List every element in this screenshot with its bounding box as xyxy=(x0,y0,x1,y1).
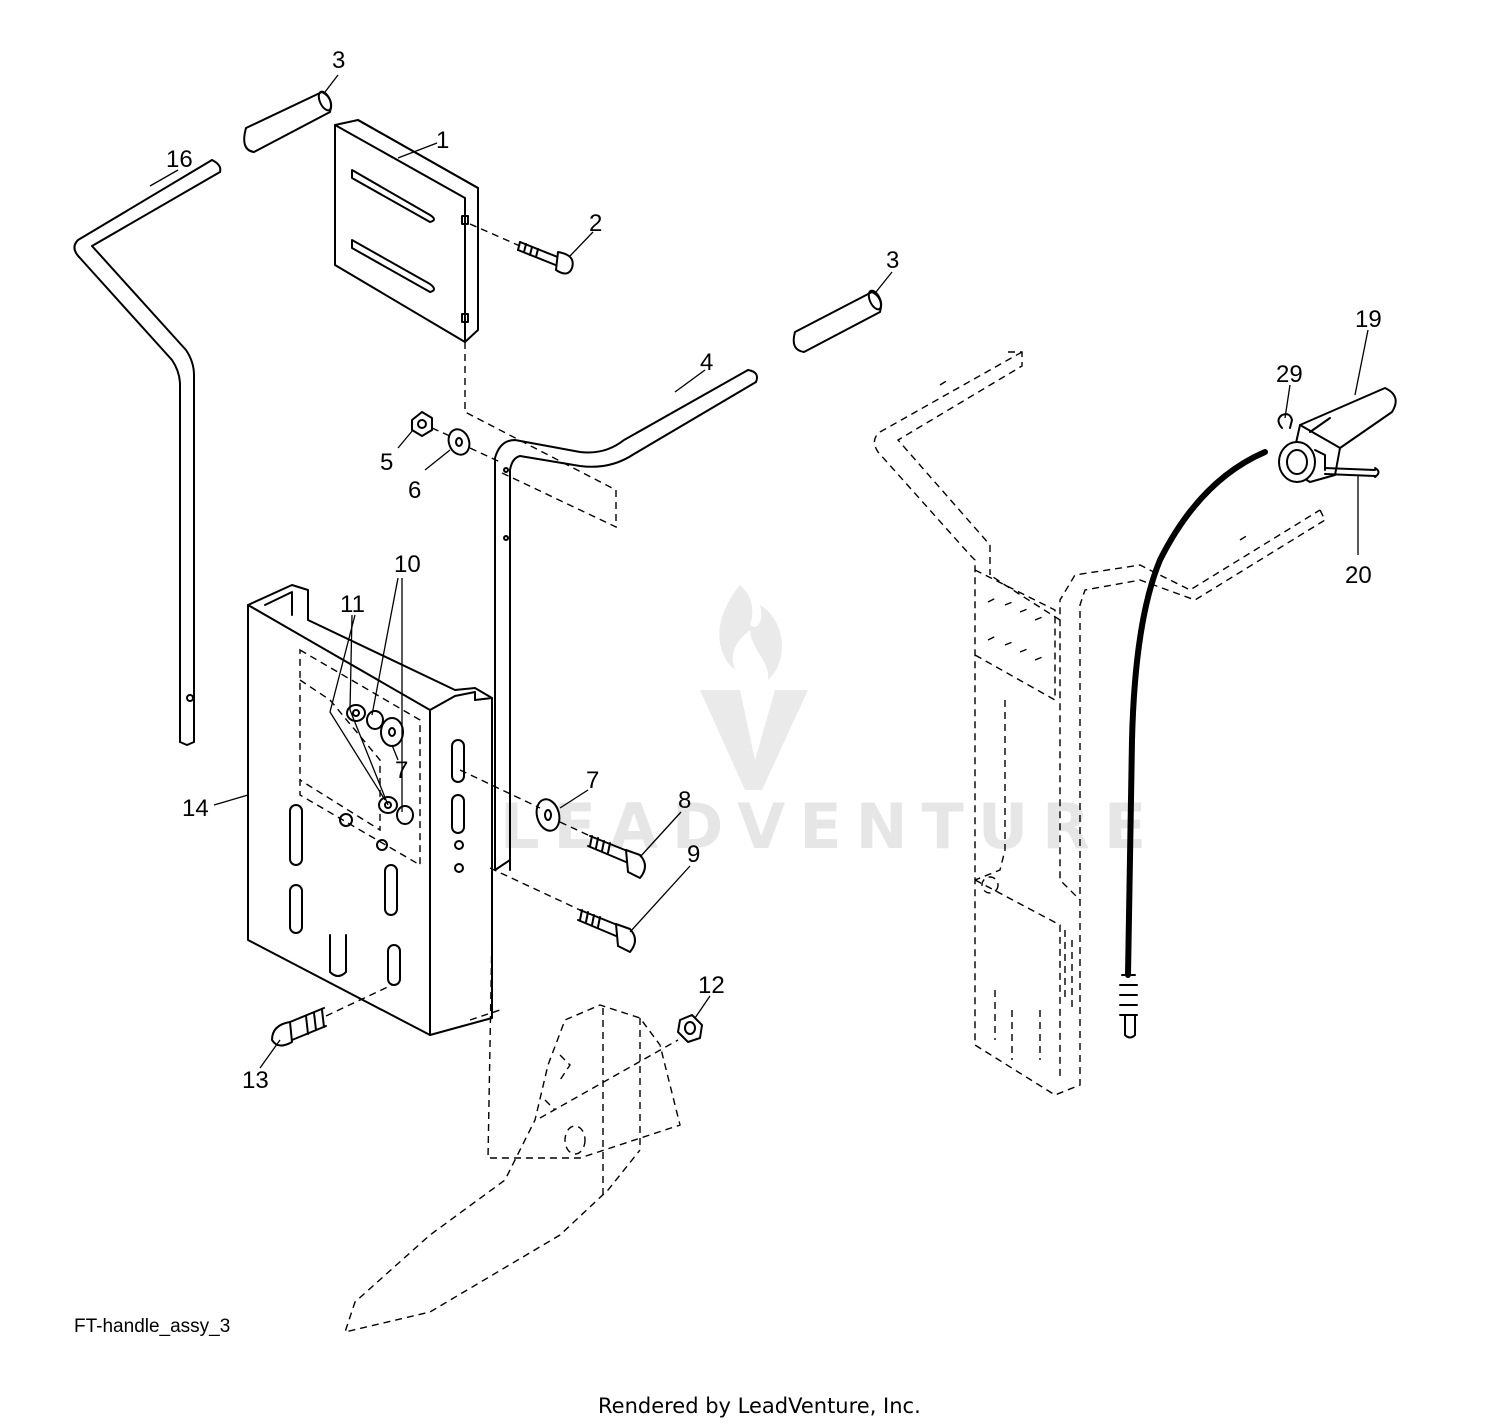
control-cable xyxy=(1119,449,1268,1039)
callout-14[interactable]: 14 xyxy=(182,795,209,822)
washer-7-inner xyxy=(380,717,404,747)
carriage-bolt-13 xyxy=(271,984,393,1047)
footer-credit: Rendered by LeadVenture, Inc. xyxy=(598,1394,921,1418)
washer-7-outer xyxy=(535,798,561,832)
callout-10[interactable]: 10 xyxy=(394,551,421,578)
grip-tube-middle xyxy=(792,289,883,353)
upper-bracket-plate xyxy=(334,119,479,343)
leader-lines xyxy=(149,74,1369,1069)
right-handle-outline xyxy=(873,351,1326,1096)
control-lever xyxy=(1278,387,1397,483)
watermark-logo xyxy=(700,585,808,790)
nut-5 xyxy=(411,411,433,437)
callout-11[interactable]: 11 xyxy=(340,591,365,618)
callout-2[interactable]: 2 xyxy=(589,210,602,237)
washer-6 xyxy=(447,428,471,456)
diagram-caption: FT-handle_assy_3 xyxy=(74,1316,230,1337)
left-handle-rod xyxy=(73,159,222,746)
callout-7-inner[interactable]: 7 xyxy=(395,757,408,784)
callout-20[interactable]: 20 xyxy=(1345,562,1372,589)
main-mounting-bracket xyxy=(247,584,493,1036)
carriage-bolt-2 xyxy=(469,223,574,275)
bolt-9 xyxy=(577,909,636,953)
callout-4[interactable]: 4 xyxy=(700,349,713,376)
callout-13[interactable]: 13 xyxy=(242,1067,269,1094)
pin-20 xyxy=(1324,467,1380,478)
mower-frame-outline xyxy=(343,931,681,1333)
callout-1[interactable]: 1 xyxy=(436,127,449,154)
callout-8[interactable]: 8 xyxy=(678,787,691,814)
handle-bar xyxy=(494,369,758,871)
washers-10 xyxy=(366,710,414,825)
watermark-text: LEADVENTURE xyxy=(500,790,1160,863)
clip-29 xyxy=(1277,413,1293,429)
grip-tube-top xyxy=(243,90,333,153)
callout-3-top[interactable]: 3 xyxy=(332,47,345,74)
callout-7-outer[interactable]: 7 xyxy=(586,767,599,794)
callout-19[interactable]: 19 xyxy=(1355,306,1382,333)
callout-labels: 1 2 3 3 4 5 6 7 7 8 9 10 11 12 13 14 16 … xyxy=(166,47,1382,1094)
callout-16[interactable]: 16 xyxy=(166,146,193,173)
callout-12[interactable]: 12 xyxy=(698,972,725,999)
callout-9[interactable]: 9 xyxy=(687,841,700,868)
callout-6[interactable]: 6 xyxy=(408,477,421,504)
nut-12 xyxy=(677,1014,703,1043)
callout-3-middle[interactable]: 3 xyxy=(886,247,899,274)
callout-5[interactable]: 5 xyxy=(380,449,393,476)
callout-29[interactable]: 29 xyxy=(1276,361,1303,388)
